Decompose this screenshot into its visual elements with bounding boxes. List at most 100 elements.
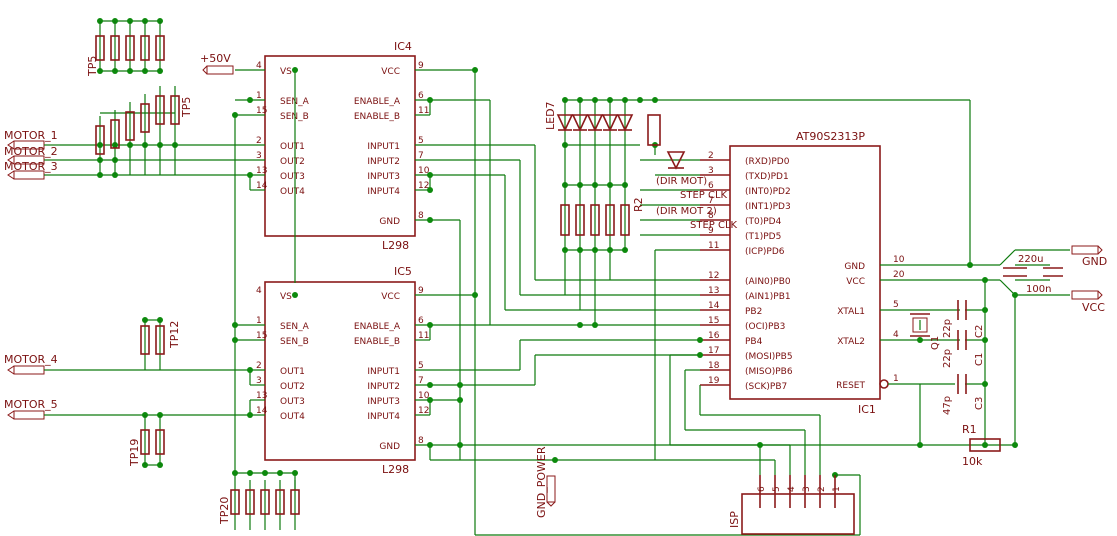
pin-label: INPUT4 [367, 412, 400, 422]
resistor [605, 204, 615, 236]
ic5-name: IC5 [394, 265, 412, 278]
step-clk2-label: STEP CLK [690, 220, 738, 231]
pin-label: INPUT2 [367, 157, 400, 167]
pin-number: 8 [418, 436, 424, 446]
pin-number: 2 [817, 486, 827, 492]
pin-label: (T1)PD5 [745, 232, 781, 242]
pin-number: 14 [708, 301, 720, 311]
pin-number: 5 [772, 486, 782, 492]
pin-label: INPUT2 [367, 382, 400, 392]
c3-value: 47p [942, 396, 953, 415]
pin-label: ENABLE_A [354, 97, 401, 107]
pin-label: OUT2 [280, 382, 305, 392]
step-clk-label: STEP CLK [680, 190, 728, 201]
c3-label: C3 [974, 397, 985, 410]
pin-number: 14 [256, 181, 268, 191]
pin-label: OUT1 [280, 142, 305, 152]
cap-100n: 100n [1026, 284, 1051, 295]
pin-label: (INT1)PD3 [745, 202, 791, 212]
pin-label: (INT0)PD2 [745, 187, 791, 197]
resistor [140, 103, 150, 133]
tp5-top-label: TP5 [86, 56, 99, 77]
resistor [140, 429, 150, 455]
pin-number: 2 [708, 151, 714, 161]
resistor [575, 204, 585, 236]
pin-number: 13 [256, 391, 267, 401]
pin-number: 8 [708, 211, 714, 221]
gnd-connector-label: GND [1082, 255, 1107, 268]
pin-label: PB2 [745, 307, 762, 317]
pin-label: INPUT3 [367, 172, 400, 182]
led [586, 114, 604, 132]
pin-number: 20 [893, 270, 905, 280]
pin-label: OUT3 [280, 397, 305, 407]
pin-label: (T0)PD4 [745, 217, 782, 227]
resistor [275, 489, 285, 515]
pin-label: (ICP)PD6 [745, 247, 785, 257]
r1-label: R1 [962, 423, 977, 436]
resistor [140, 325, 150, 355]
pin-number: 12 [708, 271, 719, 281]
resistor [155, 95, 165, 125]
c2-label: C2 [974, 325, 985, 338]
pin-number: 11 [418, 331, 429, 341]
pin-number: 4 [256, 61, 262, 71]
pin-label: (AIN0)PB0 [745, 277, 791, 287]
pin-label: OUT3 [280, 172, 305, 182]
pin-number: 19 [708, 376, 720, 386]
r2-label: R2 [632, 197, 645, 212]
pin-number: 9 [418, 286, 424, 296]
pin-number: 4 [787, 486, 797, 492]
pin-number: 1 [256, 91, 262, 101]
resistor [95, 125, 105, 155]
pin-number: 12 [418, 406, 429, 416]
resistor [140, 35, 150, 61]
resistor [125, 35, 135, 61]
resistor [290, 489, 300, 515]
pin-number: 7 [418, 376, 424, 386]
pin-label: ENABLE_A [354, 322, 401, 332]
capacitors: C2 22p C1 22p C3 47p 220u 100n [942, 254, 1063, 415]
ic5-type: L298 [382, 463, 409, 476]
ic1: AT90S2313P IC1 (RXD)PD02(TXD)PD13(INT0)P… [700, 130, 905, 416]
led [556, 114, 574, 132]
pin-number: 4 [256, 286, 262, 296]
dir-mot-label: (DIR MOT) [656, 176, 707, 187]
led [666, 151, 686, 170]
isp-label: ISP [728, 511, 741, 528]
pin-number: 15 [256, 331, 267, 341]
c2-value: 22p [942, 319, 953, 338]
resistor [155, 325, 165, 355]
resistor [110, 119, 120, 149]
pin-number: 7 [418, 151, 424, 161]
motor5-label: MOTOR_5 [4, 398, 58, 411]
resistor [125, 111, 135, 141]
pin-label: (RXD)PD0 [745, 157, 790, 167]
pin-label: ENABLE_B [354, 112, 400, 122]
ic4-type: L298 [382, 239, 409, 252]
pin-label: VCC [846, 277, 865, 287]
pin-number: 2 [256, 136, 262, 146]
pin-label: (MISO)PB6 [745, 367, 793, 377]
pin-number: 3 [256, 151, 262, 161]
tp5-mid-label: TP5 [180, 97, 193, 118]
pin-number: 11 [708, 241, 719, 251]
pin-label: (TXD)PD1 [745, 172, 789, 182]
pin-label: (SCK)PB7 [745, 382, 787, 392]
pin-number: 6 [757, 486, 767, 492]
resistor [155, 429, 165, 455]
pin-number: 10 [893, 255, 905, 265]
pin-label: GND [379, 442, 400, 452]
pin-number: 3 [802, 486, 812, 492]
pin-number: 9 [708, 226, 714, 236]
pin-label: (OCI)PB3 [745, 322, 785, 332]
pin-label: GND [844, 262, 865, 272]
pin-number: 16 [708, 331, 720, 341]
pin-number: 18 [708, 361, 720, 371]
pin-label: VS [280, 67, 292, 77]
pin-number: 2 [256, 361, 262, 371]
tp12-label: TP12 [168, 321, 181, 349]
pin-label: INPUT1 [367, 142, 400, 152]
